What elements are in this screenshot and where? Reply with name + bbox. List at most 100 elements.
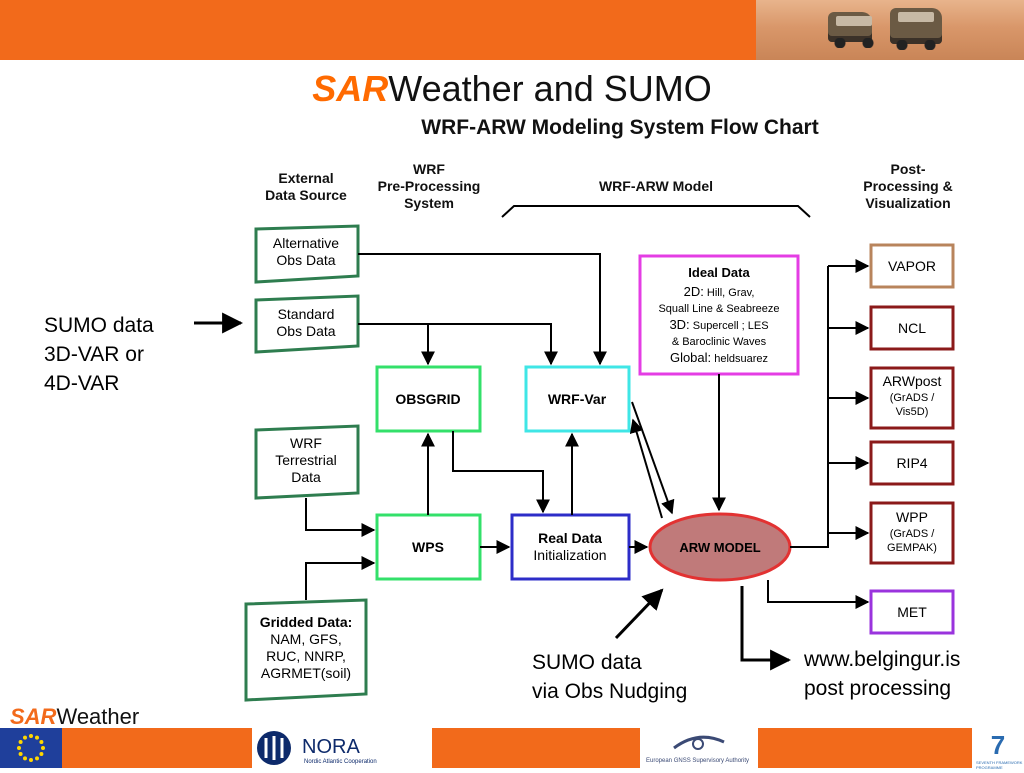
node-label: Standard — [278, 306, 335, 322]
node-vapor: VAPOR — [869, 243, 955, 289]
header-external-line: External — [278, 170, 333, 186]
node-label: GEMPAK) — [887, 542, 937, 554]
svg-text:Global: heldsuarez: Global: heldsuarez — [670, 350, 768, 365]
annotation-arrows — [194, 312, 792, 671]
svg-text:7: 7 — [991, 730, 1005, 760]
nora-emblem-icon — [257, 731, 291, 765]
node-label: WRF — [290, 435, 322, 451]
node-label: Obs Data — [276, 252, 335, 268]
node-standard-obs: Standard Obs Data — [254, 294, 360, 354]
brand-rest: Weather — [56, 704, 140, 729]
edge-gridded-to-wps — [305, 556, 376, 600]
node-label: WPP — [896, 509, 928, 525]
nora-logo — [252, 728, 432, 768]
truck-image — [828, 12, 876, 48]
node-label: RIP4 — [896, 455, 927, 471]
node-wps: WPS — [375, 513, 482, 581]
node-label: WPS — [412, 539, 444, 555]
node-alternative-obs: Alternative Obs Data — [254, 224, 360, 284]
header-post-line: Visualization — [865, 195, 950, 211]
title-highlight: SAR — [312, 68, 389, 109]
node-label: ARWpost — [883, 373, 942, 389]
fp7-logo: 7 — [972, 728, 1024, 768]
node-label: Data — [291, 469, 321, 485]
node-arw-model: ARW MODEL — [648, 512, 792, 582]
node-label: Obs Data — [276, 323, 335, 339]
edge-standard-to-wrfvar — [428, 323, 558, 366]
node-ncl: NCL — [869, 305, 955, 351]
brand-highlight: SAR — [10, 704, 57, 729]
edge-to-met — [767, 580, 870, 609]
truck-image — [890, 8, 942, 50]
edge-terrestrial-to-wps — [305, 498, 376, 537]
footer-bar — [0, 728, 1024, 768]
slide-title: SARWeather and SUMO — [0, 68, 1024, 110]
node-label: WRF-Var — [548, 391, 607, 407]
node-label: VAPOR — [888, 258, 936, 274]
node-label: Initialization — [533, 547, 606, 563]
node-wpp: WPP (GrADS / GEMPAK) — [869, 501, 955, 565]
header-preprocessing: WRF Pre-Processing System — [378, 161, 481, 211]
edge-model-to-wrfvar — [629, 418, 663, 519]
svg-text:2D: Hill, Grav,: 2D: Hill, Grav, — [684, 284, 755, 299]
node-label: Gridded Data: — [260, 614, 353, 630]
edge-model-to-post — [790, 266, 829, 548]
svg-text:3D: Supercell ; LES: 3D: Supercell ; LES — [669, 317, 768, 332]
node-label: NAM, GFS, — [270, 631, 342, 647]
arrow-post-processing — [740, 586, 792, 671]
node-label: NCL — [898, 320, 926, 336]
ideal-text: Squall Line & Seabreeze — [658, 303, 779, 315]
edge-standard-to-obsgrid — [358, 323, 435, 366]
header-external: External Data Source — [265, 170, 347, 203]
arrow-sumo-nudging — [614, 588, 664, 640]
node-label: Vis5D) — [896, 406, 929, 418]
fp7-label: SEVENTH FRAMEWORK PROGRAMME — [976, 760, 1023, 770]
model-bracket — [501, 205, 811, 218]
header-preprocessing-line: System — [404, 195, 454, 211]
gsa-logo — [640, 728, 758, 768]
node-label: Real Data — [538, 530, 602, 546]
gsa-label: European GNSS Supervisory Authority — [646, 758, 750, 764]
edge-alternative-to-wrfvar — [358, 253, 607, 366]
header-model: WRF-ARW Model — [599, 178, 713, 194]
node-ideal-data: Ideal Data 2D: Hill, Grav, Squall Line &… — [638, 254, 800, 376]
node-label: ARW MODEL — [679, 540, 760, 555]
ideal-text: & Baroclinic Waves — [672, 336, 767, 348]
header-photo — [756, 0, 1024, 60]
header-post-line: Processing & — [863, 178, 952, 194]
fp7-emblem-icon: 7 — [991, 730, 1005, 760]
ideal-title: Ideal Data — [688, 265, 750, 280]
node-met: MET — [869, 589, 955, 635]
node-arwpost: ARWpost (GrADS / Vis5D) — [869, 366, 955, 430]
sumo-3dvar-note: SUMO data 3D-VAR or 4D-VAR — [44, 314, 154, 395]
node-wrf-var: WRF-Var — [524, 365, 631, 433]
post-processing-note: www.belgingur.is post processing — [804, 648, 961, 700]
node-label: AGRMET(soil) — [261, 665, 351, 681]
edge-obsgrid-to-realdata — [452, 431, 550, 514]
header-post: Post- Processing & Visualization — [863, 161, 952, 211]
gsa-emblem-icon — [673, 735, 725, 750]
node-real-data: Real Data Initialization — [510, 513, 631, 581]
header-bar — [0, 0, 756, 60]
node-label: (GrADS / — [890, 392, 936, 404]
brand-logo: SARWeather — [10, 704, 139, 730]
node-rip4: RIP4 — [869, 440, 955, 486]
header-preprocessing-line: WRF — [413, 161, 445, 177]
ideal-label: 3D: — [669, 317, 689, 332]
node-label: Terrestrial — [275, 452, 336, 468]
ideal-label: Global: — [670, 350, 711, 365]
header-preprocessing-line: Pre-Processing — [378, 178, 481, 194]
node-label: OBSGRID — [395, 391, 460, 407]
ideal-text: heldsuarez — [714, 353, 768, 365]
chart-title: WRF-ARW Modeling System Flow Chart — [421, 116, 818, 139]
node-gridded-data: Gridded Data: NAM, GFS, RUC, NNRP, AGRME… — [244, 598, 368, 702]
title-rest: Weather and SUMO — [388, 68, 712, 109]
nora-label: NORA — [302, 736, 360, 758]
node-obsgrid: OBSGRID — [375, 365, 482, 433]
ideal-text: Hill, Grav, — [707, 287, 754, 299]
connectors — [305, 253, 870, 609]
sumo-nudging-note: SUMO data via Obs Nudging — [532, 651, 688, 703]
header-external-line: Data Source — [265, 187, 347, 203]
node-terrestrial-data: WRF Terrestrial Data — [254, 424, 360, 500]
